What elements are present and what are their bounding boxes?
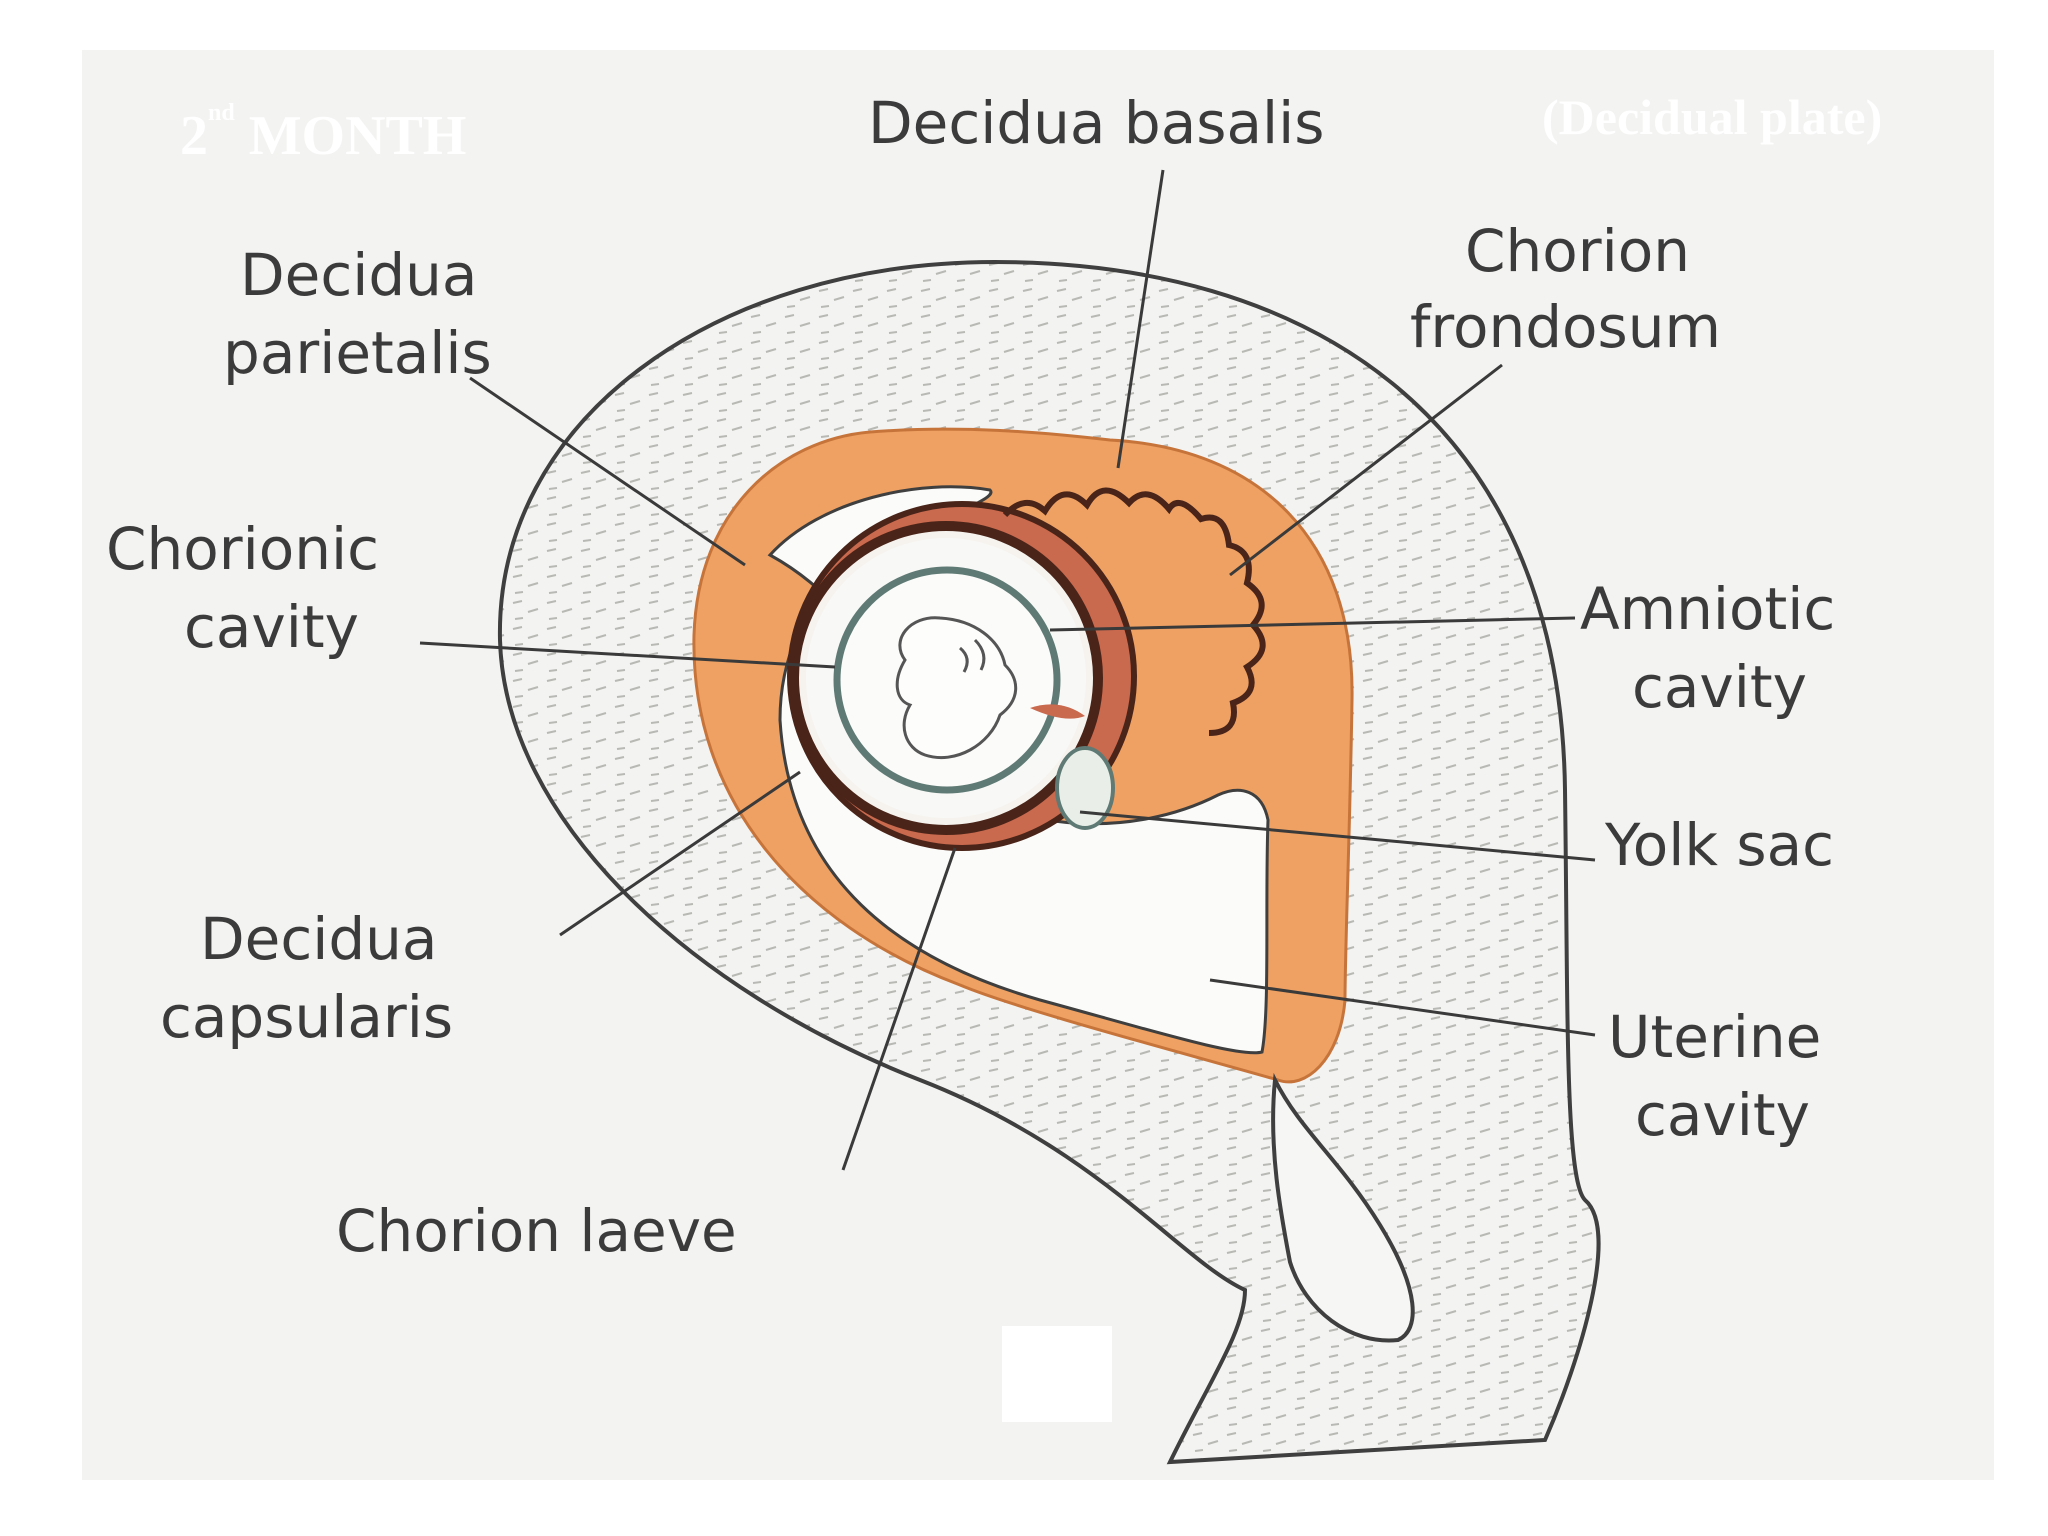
leader-lines xyxy=(419,169,1596,1171)
label-chorionic-cavity-2: cavity xyxy=(184,593,359,661)
label-amniotic-cavity-1: Amniotic xyxy=(1580,575,1836,643)
heading-suffix: nd xyxy=(208,100,235,126)
label-chorion-frondosum-2: frondosum xyxy=(1410,293,1722,361)
label-chorion-frondosum-1: Chorion xyxy=(1465,217,1690,285)
label-uterine-cavity-1: Uterine xyxy=(1608,1003,1822,1071)
label-amniotic-cavity-2: cavity xyxy=(1632,653,1807,721)
label-chorion-laeve: Chorion laeve xyxy=(336,1197,737,1265)
yolk-sac xyxy=(1055,746,1115,830)
label-decidua-basalis: Decidua basalis xyxy=(868,89,1325,157)
label-decidua-capsularis-1: Decidua xyxy=(200,905,438,973)
cervix xyxy=(1271,1072,1415,1343)
label-yolk-sac: Yolk sac xyxy=(1605,811,1834,879)
label-decidua-parietalis-1: Decidua xyxy=(240,241,478,309)
slide-heading: 2nd MONTH xyxy=(180,100,467,168)
label-decidua-capsularis-2: capsularis xyxy=(160,983,454,1051)
heading-ordinal: 2 xyxy=(180,105,208,167)
label-decidua-parietalis-2: parietalis xyxy=(223,319,492,387)
label-chorionic-cavity-1: Chorionic xyxy=(106,515,379,583)
embryo xyxy=(895,616,1018,760)
label-uterine-cavity-2: cavity xyxy=(1635,1081,1810,1149)
blank-box xyxy=(1002,1326,1112,1422)
heading-month: MONTH xyxy=(248,105,467,167)
chorion-villi xyxy=(1002,487,1266,736)
plate-note: (Decidual plate) xyxy=(1542,89,1883,145)
